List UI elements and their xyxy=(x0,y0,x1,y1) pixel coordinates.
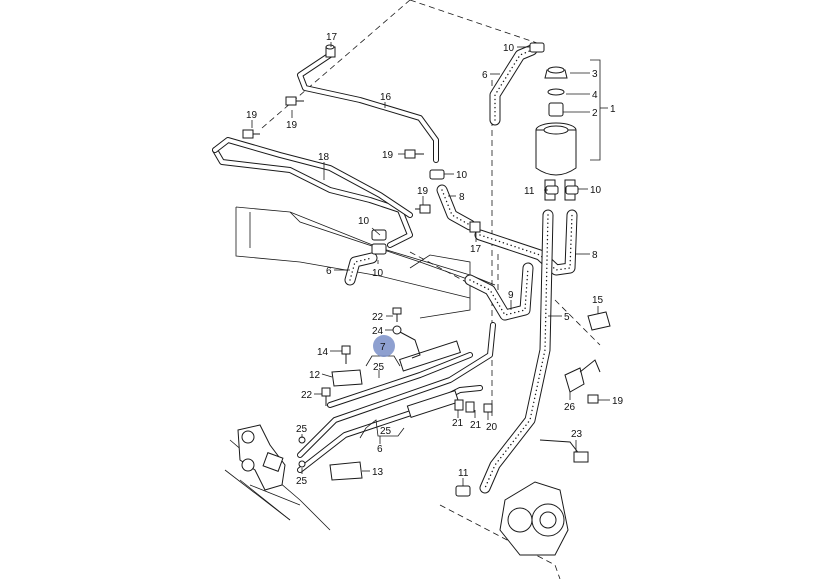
steering-gear xyxy=(237,424,301,521)
return-hose[interactable] xyxy=(474,209,578,276)
hose-6-left[interactable] xyxy=(344,252,378,286)
cooler-pipe-16[interactable] xyxy=(297,52,439,163)
label-6[interactable]: 6 xyxy=(377,444,383,455)
sensor-23[interactable] xyxy=(539,439,589,463)
label-16[interactable]: 16 xyxy=(380,92,392,103)
bolt-17a[interactable] xyxy=(325,44,336,58)
label-26[interactable]: 26 xyxy=(564,402,576,413)
label-22[interactable]: 22 xyxy=(372,312,384,323)
label-4[interactable]: 4 xyxy=(592,90,598,101)
label-10[interactable]: 10 xyxy=(456,170,468,181)
bolt-22a[interactable] xyxy=(392,307,402,322)
damper-cylinders xyxy=(398,340,462,419)
label-25[interactable]: 25 xyxy=(296,424,308,435)
label-7[interactable]: 7 xyxy=(380,342,386,353)
power-steering-pump[interactable] xyxy=(499,481,569,556)
clamp-10d[interactable] xyxy=(371,229,387,241)
clamp-10b[interactable] xyxy=(429,169,445,180)
part-labels: 17 10 6 3 4 2 1 16 19 19 19 18 10 8 11 1… xyxy=(246,32,624,487)
label-8[interactable]: 8 xyxy=(459,192,465,203)
bolt-14[interactable] xyxy=(341,345,351,364)
bolt-19d[interactable] xyxy=(415,204,431,214)
label-17[interactable]: 17 xyxy=(470,244,482,255)
label-11[interactable]: 11 xyxy=(458,468,469,479)
label-10[interactable]: 10 xyxy=(358,216,370,227)
label-25[interactable]: 25 xyxy=(296,476,308,487)
label-19[interactable]: 19 xyxy=(417,186,429,197)
washer-24[interactable] xyxy=(392,325,421,359)
union-17b[interactable] xyxy=(469,221,481,233)
clip-10a[interactable] xyxy=(529,42,545,53)
bolt-19a[interactable] xyxy=(285,96,304,106)
bracket-13[interactable] xyxy=(329,461,363,481)
label-12[interactable]: 12 xyxy=(309,370,321,381)
label-24[interactable]: 24 xyxy=(372,326,384,337)
label-14[interactable]: 14 xyxy=(317,347,329,358)
label-6[interactable]: 6 xyxy=(482,70,488,81)
banjo-21-20[interactable] xyxy=(454,399,493,413)
fluid-reservoir[interactable] xyxy=(535,66,577,201)
label-2[interactable]: 2 xyxy=(592,108,598,119)
label-10[interactable]: 10 xyxy=(372,268,384,279)
label-19[interactable]: 19 xyxy=(612,396,624,407)
bracket-12[interactable] xyxy=(331,369,363,387)
label-18[interactable]: 18 xyxy=(318,152,330,163)
label-3[interactable]: 3 xyxy=(592,69,598,80)
bracket-26[interactable] xyxy=(564,359,601,393)
cooler-pipe-18[interactable] xyxy=(212,137,413,248)
bolt-19c[interactable] xyxy=(404,149,424,159)
label-20[interactable]: 20 xyxy=(486,422,498,433)
seals-25[interactable] xyxy=(298,436,306,468)
label-22[interactable]: 22 xyxy=(301,390,313,401)
label-25[interactable]: 25 xyxy=(380,426,392,437)
label-19[interactable]: 19 xyxy=(382,150,394,161)
body-frame-outline xyxy=(224,0,601,580)
label-15[interactable]: 15 xyxy=(592,295,604,306)
label-19[interactable]: 19 xyxy=(246,110,258,121)
hose-6-upper[interactable] xyxy=(489,44,538,126)
label-13[interactable]: 13 xyxy=(372,467,384,478)
label-9[interactable]: 9 xyxy=(508,290,514,301)
label-21[interactable]: 21 xyxy=(452,418,464,429)
clamp-11b[interactable] xyxy=(455,485,471,497)
label-10[interactable]: 10 xyxy=(590,185,602,196)
clamp-10e[interactable] xyxy=(371,243,387,255)
hose-9[interactable] xyxy=(464,262,534,321)
label-17[interactable]: 17 xyxy=(326,32,338,43)
highlight-marker[interactable] xyxy=(373,335,395,357)
label-21[interactable]: 21 xyxy=(470,420,482,431)
label-19[interactable]: 19 xyxy=(286,120,298,131)
label-5[interactable]: 5 xyxy=(564,312,570,323)
label-10[interactable]: 10 xyxy=(503,43,515,54)
bolt-19e[interactable] xyxy=(587,394,599,404)
label-11[interactable]: 11 xyxy=(524,186,535,197)
pressure-lines[interactable] xyxy=(297,322,496,473)
clamps-11-10[interactable] xyxy=(545,185,579,195)
bolt-22b[interactable] xyxy=(321,387,331,406)
label-1[interactable]: 1 xyxy=(610,104,616,115)
label-23[interactable]: 23 xyxy=(571,429,583,440)
hose-8-left[interactable] xyxy=(436,184,476,231)
leader-lines xyxy=(251,42,610,486)
label-6[interactable]: 6 xyxy=(326,266,332,277)
label-25[interactable]: 25 xyxy=(373,362,385,373)
bolt-19b[interactable] xyxy=(242,129,260,139)
suction-hose-5[interactable] xyxy=(479,209,554,494)
clamp-15[interactable] xyxy=(587,311,611,331)
label-8[interactable]: 8 xyxy=(592,250,598,261)
